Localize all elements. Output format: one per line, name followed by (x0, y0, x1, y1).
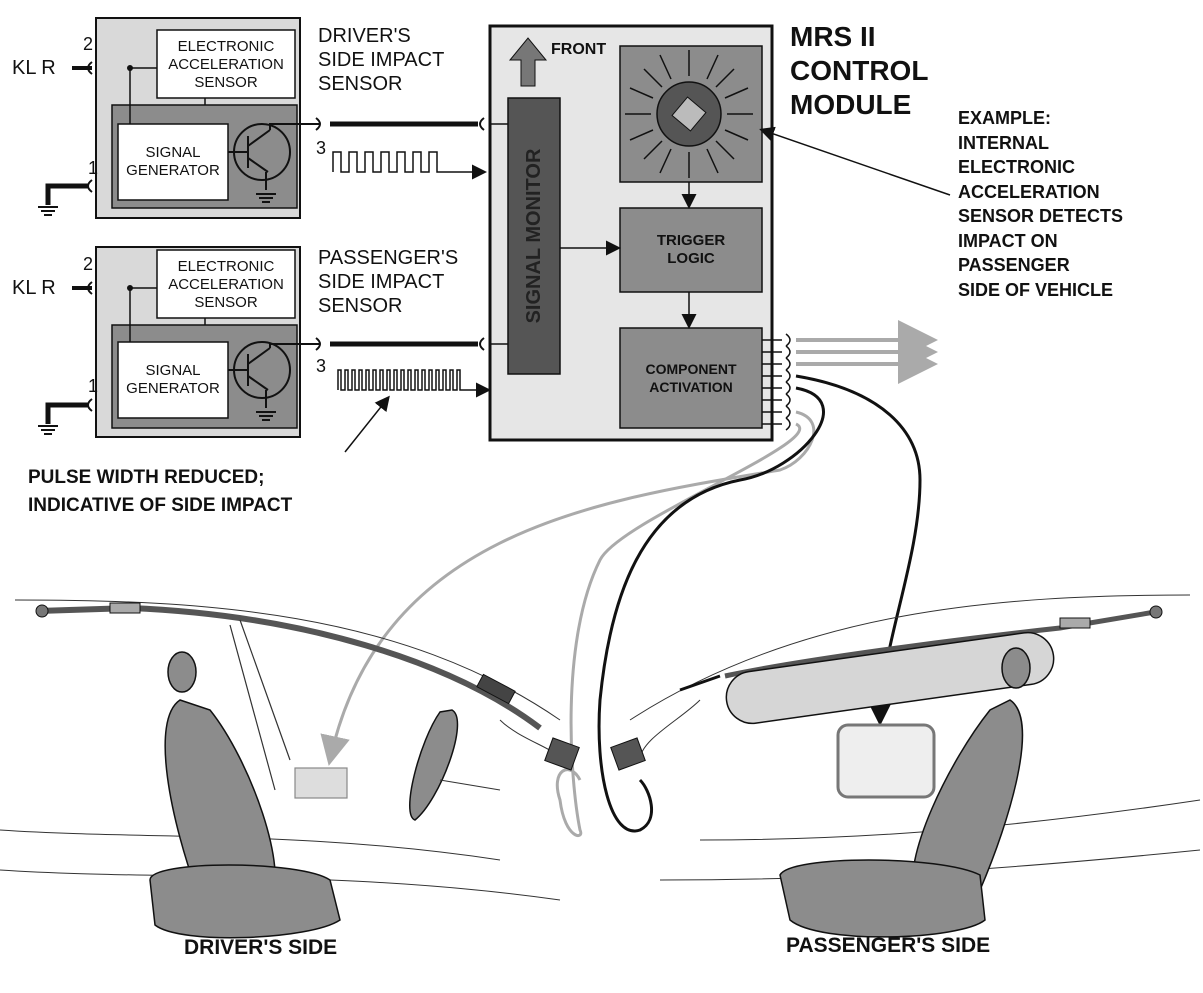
front-label: FRONT (551, 41, 607, 58)
car-interior-illustration (0, 594, 1201, 939)
signal-monitor-label: SIGNAL MONITOR (523, 148, 545, 324)
example-note-line-2: INTERNAL (958, 132, 1049, 153)
component-activation-line-2: ACTIVATION (649, 379, 733, 395)
passenger-signal-line-1: SIGNAL (145, 362, 201, 379)
passenger-accel-line-2: ACCELERATION (168, 276, 284, 293)
passenger-accel-sensor-label: ELECTRONIC ACCELERATION SENSOR (157, 258, 295, 312)
module-title: MRS II CONTROL MODULE (790, 20, 928, 122)
driver-accel-line-2: ACCELERATION (168, 56, 284, 73)
driver-sensor-title-line-2: SIDE IMPACT (318, 49, 445, 71)
pulse-note: PULSE WIDTH REDUCED; INDICATIVE OF SIDE … (28, 464, 292, 520)
trigger-logic-line-2: LOGIC (667, 250, 715, 267)
driver-side-impact-sensor (38, 17, 487, 219)
example-note-line-5: SENSOR DETECTS (958, 206, 1124, 226)
passenger-accel-line-1: ELECTRONIC (177, 258, 275, 275)
mrs-control-module (488, 24, 951, 442)
passenger-sensor-title: PASSENGER'S SIDE IMPACT SENSOR (318, 246, 458, 318)
passenger-pulse-waveform (337, 369, 466, 391)
driver-signal-generator-box (117, 123, 229, 201)
passenger-seat (779, 647, 1031, 938)
passenger-kl-label: KL R (12, 277, 56, 299)
passenger-side-impact-sensor (38, 246, 491, 453)
passenger-pin-1: 1 (88, 376, 99, 396)
driver-accel-line-1: ELECTRONIC (177, 38, 275, 55)
driver-kl-label: KL R (12, 57, 56, 79)
driver-sensor-title-line-3: SENSOR (318, 73, 403, 95)
driver-pin-2: 2 (83, 34, 94, 54)
driver-signal-line-1: SIGNAL (145, 144, 201, 161)
example-note-line-8: SIDE OF VEHICLE (958, 279, 1114, 300)
passenger-sensor-title-line-1: PASSENGER'S (318, 247, 459, 269)
example-note-line-3: ELECTRONIC (958, 157, 1075, 177)
passenger-roof-airbag (724, 609, 1156, 679)
front-arrow-icon (508, 37, 548, 87)
pulse-note-line-2: INDICATIVE OF SIDE IMPACT (28, 495, 293, 516)
driver-sensor-title-line-1: DRIVER'S (318, 25, 411, 47)
steering-wheel (409, 709, 459, 821)
driver-accel-sensor-box (156, 29, 296, 99)
example-note: EXAMPLE: INTERNAL ELECTRONIC ACCELERATIO… (958, 106, 1123, 302)
module-title-line-2: CONTROL (790, 55, 929, 86)
pulse-note-arrow (344, 395, 390, 453)
passenger-pin-3: 3 (316, 356, 327, 376)
driver-door-airbag (294, 767, 348, 799)
driver-pin-3: 3 (316, 138, 327, 158)
passenger-signal-generator-label: SIGNAL GENERATOR (118, 362, 228, 398)
module-title-line-1: MRS II (790, 21, 876, 52)
driver-pin-1: 1 (88, 158, 99, 178)
example-note-line-4: ACCELERATION (958, 181, 1100, 202)
signal-monitor-bar (507, 97, 561, 375)
driver-signal-line-2: GENERATOR (126, 162, 220, 179)
trigger-logic-line-1: TRIGGER (656, 232, 726, 249)
driver-signal-generator-label: SIGNAL GENERATOR (118, 144, 228, 180)
output-arrows (796, 320, 938, 384)
pulse-note-line-1: PULSE WIDTH REDUCED; (28, 467, 265, 488)
passenger-accel-sensor-box (156, 249, 296, 319)
passenger-sensor-title-line-3: SENSOR (318, 295, 403, 317)
component-activation-line-1: COMPONENT (645, 361, 737, 377)
driver-accel-line-3: SENSOR (194, 74, 258, 91)
passenger-door-airbag (836, 723, 936, 799)
driver-seat (149, 651, 341, 939)
component-activation-block (619, 327, 763, 429)
passenger-sensor-title-line-2: SIDE IMPACT (318, 271, 445, 293)
passenger-signal-generator-box (117, 341, 229, 419)
passenger-signal-line-2: GENERATOR (126, 380, 220, 397)
trigger-logic-label: TRIGGER LOGIC (620, 232, 762, 268)
component-activation-label: COMPONENT ACTIVATION (620, 360, 762, 396)
example-note-line-6: IMPACT ON (958, 230, 1058, 251)
driver-side-caption: DRIVER'S SIDE (184, 936, 338, 959)
passenger-side-caption: PASSENGER'S SIDE (786, 934, 991, 957)
driver-pulse-waveform (332, 151, 445, 173)
example-note-line-1: EXAMPLE: (958, 108, 1052, 128)
driver-roof-airbag (37, 604, 542, 731)
passenger-pin-2: 2 (83, 254, 94, 274)
example-note-arrow (759, 126, 951, 196)
driver-accel-sensor-label: ELECTRONIC ACCELERATION SENSOR (157, 38, 295, 92)
example-note-line-7: PASSENGER (958, 255, 1070, 275)
module-title-line-3: MODULE (790, 89, 912, 120)
driver-sensor-title: DRIVER'S SIDE IMPACT SENSOR (318, 24, 444, 96)
trigger-logic-block (619, 207, 763, 293)
passenger-accel-line-3: SENSOR (194, 294, 258, 311)
